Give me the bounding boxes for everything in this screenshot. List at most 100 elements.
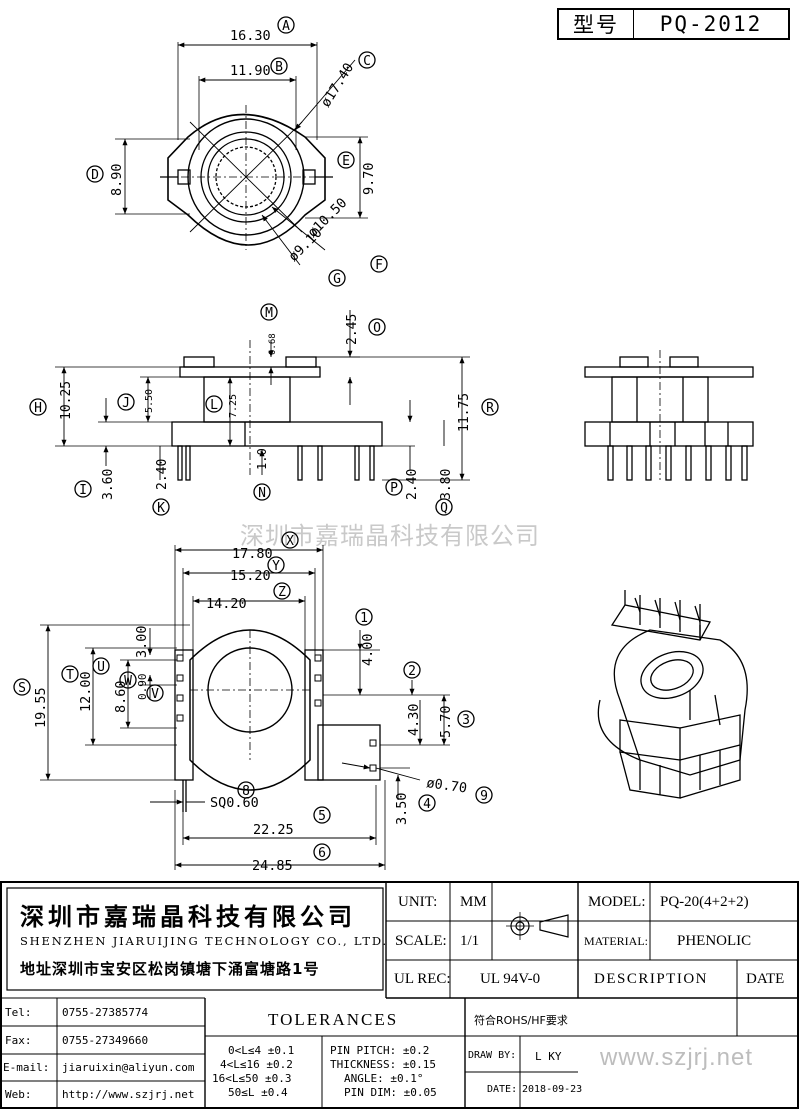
company-name-cn: 深圳市嘉瑞晶科技有限公司 (20, 903, 356, 931)
tol-row-2: 4<L≤16 ±0.2 (220, 1058, 293, 1071)
dim-1: 4.00 (360, 633, 376, 666)
svg-text:P: P (390, 481, 398, 496)
svg-text:Z: Z (278, 585, 286, 600)
dim-6: 24.85 (252, 858, 293, 874)
svg-text:C: C (363, 54, 371, 69)
material-label: MATERIAL: (584, 934, 648, 948)
company-watermark: 深圳市嘉瑞晶科技有限公司 (240, 522, 540, 550)
tel-value: 0755-27385774 (62, 1006, 149, 1019)
rohs-compliance: 符合ROHS/HF要求 (474, 1014, 568, 1027)
tol-row-4: 50≤L ±0.4 (228, 1086, 288, 1099)
dim-9: ø0.70 (425, 775, 467, 797)
svg-text:8: 8 (242, 784, 250, 799)
svg-text:A: A (282, 19, 290, 34)
tol-row-3: 16<L≤50 ±0.3 (212, 1072, 292, 1085)
right-side-view (584, 350, 754, 481)
dim-p: 2.40 (405, 469, 420, 500)
unit-value: MM (460, 894, 487, 910)
svg-text:F: F (375, 258, 383, 273)
svg-text:5: 5 (318, 809, 326, 824)
type-label: 型号 (559, 10, 634, 38)
dim-o: 2.45 (345, 314, 360, 345)
bottom-view: 17.80 15.20 14.20 19.55 12.00 3.00 8.60 … (13, 531, 493, 874)
technical-drawing: 16.30 11.90 ø17.40 8.90 9.70 ø10.50 ø9.1… (13, 16, 754, 874)
company-address: 地址深圳市宝安区松岗镇塘下涌富塘路1号 (20, 960, 320, 978)
pin-row-3: ANGLE: ±0.1° (344, 1072, 424, 1085)
dim-k: 2.40 (155, 459, 170, 490)
dim-e: 9.70 (361, 162, 377, 195)
tel-label: Tel: (5, 1006, 32, 1019)
pin-row-1: PIN PITCH: ±0.2 (330, 1044, 430, 1057)
tolerances-title: TOLERANCES (268, 1010, 399, 1029)
web-label: Web: (5, 1088, 32, 1101)
dim-2: 4.30 (406, 703, 422, 736)
svg-text:U: U (97, 660, 105, 675)
isometric-view (597, 590, 748, 799)
svg-text:X: X (286, 534, 294, 549)
dim-n: 1.0 (255, 448, 269, 470)
svg-text:W: W (124, 674, 132, 689)
site-watermark: www.szjrj.net (600, 1044, 754, 1071)
top-view: 16.30 11.90 ø17.40 8.90 9.70 ø10.50 ø9.1… (86, 16, 388, 287)
dim-m: 0.68 (268, 333, 278, 355)
svg-text:M: M (265, 306, 273, 321)
svg-text:H: H (34, 401, 42, 416)
title-block-frame (0, 881, 799, 1109)
dim-q: 3.80 (439, 469, 454, 500)
svg-text:6: 6 (318, 846, 326, 861)
svg-text:G: G (333, 272, 341, 287)
drawby-label: DRAW BY: (468, 1050, 517, 1061)
svg-text:9: 9 (480, 789, 488, 804)
model-value: PQ-20(4+2+2) (660, 894, 749, 910)
svg-text:K: K (157, 501, 165, 516)
svg-text:3: 3 (462, 713, 470, 728)
scale-label: SCALE: (395, 933, 447, 949)
svg-text:T: T (66, 668, 74, 683)
dim-d: 8.90 (109, 163, 125, 196)
dim-z: 14.20 (206, 596, 247, 612)
email-value[interactable]: jiaruixin@aliyun.com (62, 1061, 195, 1074)
dim-x: 17.80 (232, 546, 273, 562)
ulrec-label: UL REC: (394, 971, 451, 987)
svg-text:J: J (122, 396, 130, 411)
svg-text:S: S (18, 681, 26, 696)
side-view: 10.25 3.60 5.50 2.40 7.25 0.68 1.0 2.45 … (29, 303, 499, 516)
web-value[interactable]: http://www.szjrj.net (62, 1088, 195, 1101)
svg-text:2: 2 (408, 664, 416, 679)
svg-text:L: L (210, 398, 218, 413)
dim-3: 5.70 (438, 705, 454, 738)
svg-text:D: D (91, 168, 99, 183)
company-name-en: SHENZHEN JIARUIJING TECHNOLOGY CO., LTD. (20, 934, 388, 948)
model-type-box: 型号 PQ-2012 (557, 8, 790, 40)
dim-w: 0.90 (136, 674, 149, 701)
description-label: DESCRIPTION (594, 971, 709, 987)
pin-row-2: THICKNESS: ±0.15 (330, 1058, 436, 1071)
drawby-value: L KY (535, 1050, 562, 1063)
dim-j: 5.50 (144, 389, 155, 413)
fax-value: 0755-27349660 (62, 1034, 149, 1047)
svg-text:N: N (258, 486, 266, 501)
dim-l: 7.25 (228, 394, 239, 418)
dim-v: 8.60 (113, 680, 129, 713)
dim-a: 16.30 (230, 28, 271, 44)
dim-b: 11.90 (230, 63, 271, 79)
type-value: PQ-2012 (659, 12, 763, 36)
ulrec-value: UL 94V-0 (480, 971, 541, 987)
dim-u: 3.00 (134, 625, 150, 658)
svg-text:E: E (342, 154, 350, 169)
tol-row-1: 0<L≤4 ±0.1 (228, 1044, 295, 1057)
email-label: E-mail: (3, 1061, 50, 1074)
svg-text:1: 1 (360, 611, 368, 626)
date-field-label: DATE: (487, 1084, 518, 1095)
svg-text:V: V (151, 687, 159, 702)
unit-label: UNIT: (398, 894, 438, 910)
dim-h: 10.25 (59, 381, 74, 420)
material-value: PHENOLIC (677, 933, 752, 949)
svg-text:O: O (373, 321, 381, 336)
model-label: MODEL: (588, 894, 646, 910)
svg-text:R: R (486, 401, 494, 416)
pin-row-4: PIN DIM: ±0.05 (344, 1086, 437, 1099)
date-header-label: DATE (746, 971, 785, 987)
date-value: 2018-09-23 (522, 1084, 583, 1095)
